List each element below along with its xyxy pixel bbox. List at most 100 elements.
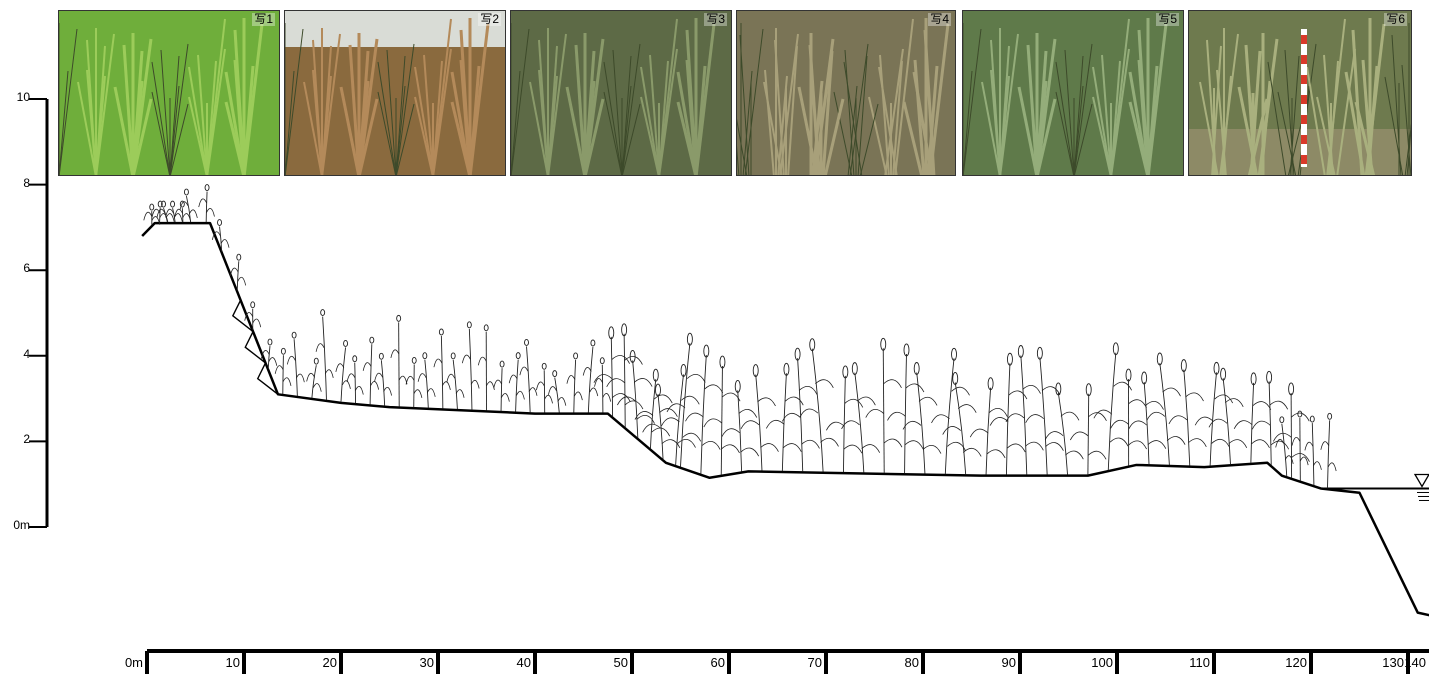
plant-leaf bbox=[1113, 381, 1133, 391]
plant-stem bbox=[601, 364, 604, 413]
plant-head bbox=[629, 349, 636, 363]
plant-leaf bbox=[188, 209, 198, 219]
plant-leaf bbox=[390, 349, 400, 359]
plant-leaf bbox=[198, 198, 208, 208]
plant-leaf bbox=[1022, 385, 1041, 394]
plant-leaf bbox=[405, 375, 415, 385]
photo-image bbox=[285, 11, 505, 175]
plant-leaf bbox=[704, 384, 724, 394]
plant-head bbox=[851, 362, 858, 376]
plant-head bbox=[573, 352, 579, 360]
plant-leaf bbox=[1060, 411, 1080, 421]
plant-head bbox=[499, 360, 505, 368]
plant-sketch bbox=[969, 377, 1008, 475]
plant-leaf bbox=[636, 415, 655, 424]
plant-leaf bbox=[1208, 418, 1228, 428]
revetment-zigzag bbox=[231, 299, 279, 395]
plant-sketch bbox=[306, 357, 322, 398]
plant-stem bbox=[172, 208, 176, 223]
plant-leaf bbox=[843, 444, 863, 454]
photo-label: 写5 bbox=[1156, 12, 1179, 26]
plant-head bbox=[794, 347, 801, 361]
plant-head bbox=[1309, 415, 1315, 423]
plant-leaf bbox=[315, 343, 325, 352]
plant-sketch bbox=[593, 326, 631, 417]
plant-sketch bbox=[229, 253, 247, 291]
vegetation-photo-6: 写6 bbox=[1188, 10, 1412, 176]
plant-stem bbox=[720, 366, 723, 475]
plant-head bbox=[1125, 368, 1132, 382]
plant-sketch bbox=[536, 362, 553, 413]
plant-leaf bbox=[962, 447, 982, 457]
plant-head bbox=[217, 219, 222, 226]
plant-leaf bbox=[1025, 414, 1044, 423]
plant-leaf bbox=[354, 386, 364, 395]
plant-head bbox=[809, 338, 816, 352]
plant-stem bbox=[1183, 369, 1191, 466]
plant-head bbox=[267, 338, 273, 346]
plant-sketch bbox=[1110, 368, 1147, 466]
plant-head bbox=[655, 383, 661, 397]
plant-stem bbox=[311, 365, 317, 398]
plant-stem bbox=[267, 345, 271, 369]
plant-sketch bbox=[1044, 382, 1084, 475]
plant-leaf bbox=[624, 356, 643, 365]
plant-leaf bbox=[634, 411, 654, 420]
plant-leaf bbox=[783, 443, 802, 452]
plant-head bbox=[236, 253, 242, 261]
plant-head bbox=[680, 364, 687, 377]
plant-leaf bbox=[1273, 432, 1292, 442]
plant-leaf bbox=[624, 400, 644, 410]
plant-leaf bbox=[470, 379, 480, 389]
plant-head bbox=[411, 356, 417, 364]
plant-leaf bbox=[642, 423, 661, 433]
plant-sketch bbox=[1194, 361, 1234, 466]
plant-leaf bbox=[398, 375, 408, 385]
plant-stem bbox=[985, 387, 992, 475]
plant-leaf bbox=[681, 395, 700, 405]
plant-stem bbox=[1057, 392, 1068, 475]
plant-leaf bbox=[1166, 436, 1186, 445]
plant-head bbox=[1180, 359, 1187, 373]
plant-sketch bbox=[1208, 367, 1248, 465]
plant-leaf bbox=[1162, 387, 1181, 397]
plant-stem bbox=[340, 347, 347, 402]
plant-head bbox=[590, 339, 596, 347]
plant-head bbox=[903, 343, 910, 357]
y-tick-label: 10 bbox=[16, 90, 30, 104]
plant-leaf bbox=[1147, 440, 1167, 449]
plant-sketch bbox=[826, 365, 864, 473]
plant-head bbox=[515, 352, 521, 360]
plant-leaf bbox=[883, 379, 902, 389]
plant-leaf bbox=[362, 362, 372, 371]
photo-image bbox=[511, 11, 731, 175]
x-tick-label: 110 bbox=[1189, 655, 1210, 670]
plant-head bbox=[951, 347, 957, 361]
plant-head bbox=[719, 355, 726, 369]
plant-leaf bbox=[1168, 415, 1188, 425]
plant-sketch bbox=[1273, 382, 1310, 478]
plant-head bbox=[752, 364, 759, 377]
plant-leaf bbox=[865, 409, 885, 418]
plant-leaf bbox=[252, 318, 262, 328]
vegetation-photo-5: 写5 bbox=[962, 10, 1184, 176]
x-tick-label: 0m bbox=[124, 655, 143, 670]
plant-sketch bbox=[582, 339, 599, 413]
plant-leaf bbox=[1228, 439, 1248, 448]
plant-leaf bbox=[1290, 412, 1310, 422]
plant-stem bbox=[1143, 381, 1150, 465]
plant-leaf bbox=[370, 381, 380, 390]
plant-stem bbox=[675, 374, 684, 466]
plant-leaf bbox=[1313, 461, 1322, 470]
plant-head bbox=[1327, 412, 1333, 420]
plant-sketch bbox=[477, 324, 495, 411]
plant-leaf bbox=[1224, 398, 1244, 407]
plant-leaf bbox=[760, 443, 779, 452]
plant-head bbox=[541, 362, 547, 370]
plant-leaf bbox=[165, 208, 174, 218]
plant-head bbox=[880, 337, 887, 351]
plant-leaf bbox=[606, 378, 625, 387]
plant-leaf bbox=[685, 412, 704, 422]
plant-leaf bbox=[528, 387, 538, 396]
plant-sketch bbox=[902, 362, 942, 474]
